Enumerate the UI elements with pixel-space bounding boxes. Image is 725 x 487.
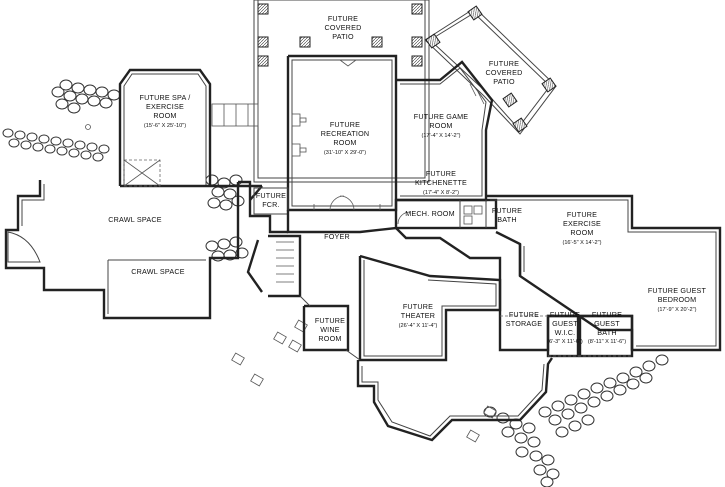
room-name-line: W.I.C. bbox=[555, 328, 576, 337]
room-name-line: FUTURE bbox=[550, 310, 580, 319]
room-name-line: FUTURE bbox=[426, 169, 456, 178]
room-name-line: WINE bbox=[320, 325, 340, 334]
room-dimensions: (17'-9" X 20'-2") bbox=[657, 307, 696, 313]
room-game: FUTURE GAME ROOM (17'-4" X 14'-2") bbox=[414, 112, 469, 139]
room-name-line: CRAWL SPACE bbox=[131, 267, 184, 276]
room-bath: FUTURE BATH bbox=[492, 206, 522, 224]
room-name-line: FUTURE SPA / bbox=[140, 93, 191, 102]
room-dimensions: (16'-5" X 14'-2") bbox=[562, 240, 601, 246]
room-covered-patio-right: FUTURE COVERED PATIO bbox=[486, 59, 523, 86]
room-name-line: ROOM bbox=[429, 121, 452, 130]
stepping-stones bbox=[231, 319, 497, 443]
room-covered-patio-top: FUTURE COVERED PATIO bbox=[325, 14, 362, 41]
room-name-line: THEATER bbox=[401, 311, 435, 320]
room-name-line: FUTURE bbox=[330, 120, 360, 129]
room-name-line: COVERED bbox=[486, 68, 523, 77]
room-name-line: KITCHENETTE bbox=[415, 178, 467, 187]
room-name-line: EXERCISE bbox=[563, 219, 601, 228]
room-spa: FUTURE SPA / EXERCISE ROOM (15'-6" X 25'… bbox=[140, 93, 191, 129]
room-name-line: GUEST bbox=[552, 319, 578, 328]
room-name-line: FUTURE bbox=[567, 210, 597, 219]
landscape-stones-left bbox=[2, 79, 249, 262]
room-name-line: FUTURE bbox=[492, 206, 522, 215]
room-name-line: PATIO bbox=[493, 77, 515, 86]
room-labels: FUTURE COVERED PATIO FUTURE COVERED PATI… bbox=[108, 14, 706, 345]
room-wine: FUTURE WINE ROOM bbox=[315, 316, 345, 343]
room-name-line: FUTURE bbox=[315, 316, 345, 325]
building-walls bbox=[4, 54, 722, 442]
room-crawl-space-small: CRAWL SPACE bbox=[131, 267, 184, 276]
room-exercise: FUTURE EXERCISE ROOM (16'-5" X 14'-2") bbox=[562, 210, 601, 246]
room-dimensions: (26'-4" X 11'-4") bbox=[399, 323, 438, 329]
room-mech: MECH. ROOM bbox=[405, 209, 455, 218]
room-name-line: ROOM bbox=[153, 111, 176, 120]
room-storage: FUTURE STORAGE bbox=[506, 310, 542, 328]
room-name-line: PATIO bbox=[332, 32, 354, 41]
room-name-line: FUTURE bbox=[256, 191, 286, 200]
room-name-line: BATH bbox=[497, 215, 516, 224]
room-guest-wic: FUTURE GUEST W.I.C. (6'-3" X 11'-6") bbox=[547, 310, 583, 345]
room-name-line: MECH. ROOM bbox=[405, 209, 455, 218]
room-name-line: EXERCISE bbox=[146, 102, 184, 111]
room-name-line: ROOM bbox=[318, 334, 341, 343]
room-guest-bath: FUTURE GUEST BATH (8'-11" X 11'-6") bbox=[588, 310, 626, 345]
room-dimensions: (17'-4" X 14'-2") bbox=[421, 133, 460, 139]
room-dimensions: (15'-6" X 25'-10") bbox=[144, 123, 186, 129]
room-name-line: STORAGE bbox=[506, 319, 542, 328]
room-name-line: GUEST bbox=[594, 319, 620, 328]
room-name-line: RECREATION bbox=[321, 129, 370, 138]
room-name-line: FCR. bbox=[262, 200, 280, 209]
room-name-line: FUTURE GAME bbox=[414, 112, 469, 121]
room-name-line: FUTURE bbox=[592, 310, 622, 319]
room-crawl-space-main: CRAWL SPACE bbox=[108, 215, 161, 224]
room-name-line: FUTURE bbox=[403, 302, 433, 311]
room-name-line: FUTURE bbox=[489, 59, 519, 68]
room-fcr: FUTURE FCR. bbox=[256, 191, 286, 209]
room-name-line: FOYER bbox=[324, 232, 350, 241]
room-theater: FUTURE THEATER (26'-4" X 11'-4") bbox=[399, 302, 438, 329]
room-name-line: CRAWL SPACE bbox=[108, 215, 161, 224]
room-foyer: FOYER bbox=[324, 232, 350, 241]
room-name-line: COVERED bbox=[325, 23, 362, 32]
landscape-stones-right bbox=[483, 354, 669, 487]
room-dimensions: (17'-4" X 8'-2") bbox=[423, 190, 459, 196]
room-name-line: ROOM bbox=[333, 138, 356, 147]
room-dimensions: (8'-11" X 11'-6") bbox=[588, 339, 626, 345]
room-dimensions: (6'-3" X 11'-6") bbox=[547, 339, 583, 345]
room-dimensions: (31'-10" X 29'-0") bbox=[324, 150, 366, 156]
room-name-line: FUTURE bbox=[328, 14, 358, 23]
covered-patio-top-outline bbox=[253, 0, 430, 183]
room-name-line: ROOM bbox=[570, 228, 593, 237]
room-name-line: BATH bbox=[597, 328, 616, 337]
room-guest-bedroom: FUTURE GUEST BEDROOM (17'-9" X 20'-2") bbox=[648, 286, 707, 313]
room-recreation: FUTURE RECREATION ROOM (31'-10" X 29'-0"… bbox=[321, 120, 370, 156]
room-name-line: FUTURE bbox=[509, 310, 539, 319]
room-kitchenette: FUTURE KITCHENETTE (17'-4" X 8'-2") bbox=[415, 169, 467, 196]
room-name-line: BEDROOM bbox=[658, 295, 697, 304]
room-name-line: FUTURE GUEST bbox=[648, 286, 707, 295]
